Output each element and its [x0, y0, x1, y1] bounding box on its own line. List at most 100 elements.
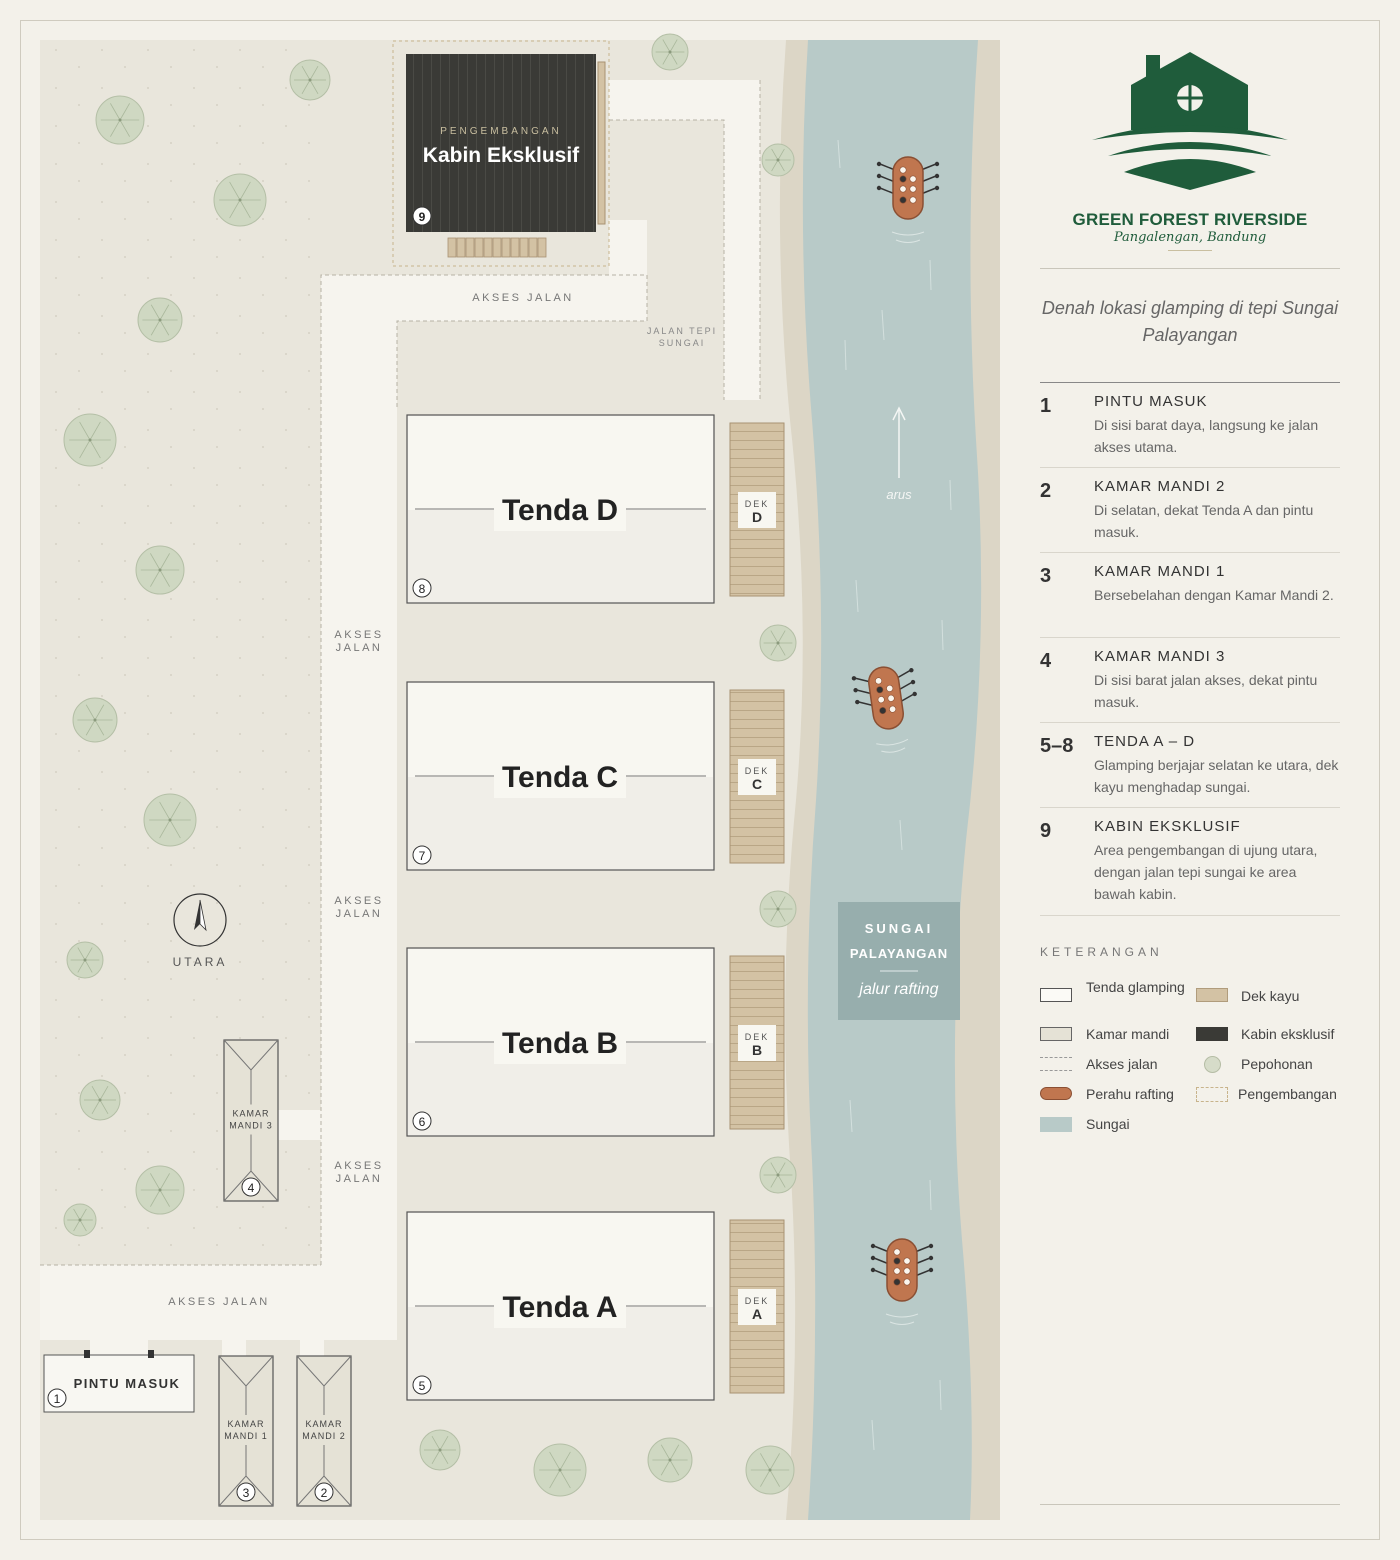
legend-tree: Pepohonan: [1241, 1056, 1313, 1072]
rafting-boat: [876, 156, 940, 243]
bath-marker: 2: [321, 1486, 328, 1500]
tent-marker: 6: [419, 1115, 426, 1129]
road-label-bottom: AKSES JALAN: [168, 1296, 269, 1308]
tree: [289, 59, 331, 101]
divider: [1040, 382, 1340, 383]
rafts-group: [851, 156, 940, 1325]
tent-name: Tenda B: [502, 1027, 618, 1060]
bath-label-1: KAMAR: [227, 1419, 264, 1429]
river-sub: jalur rafting: [857, 981, 938, 998]
riverside-road-label-2: SUNGAI: [659, 338, 706, 348]
bath-label-2: MANDI 2: [302, 1431, 346, 1441]
tent-marker: 7: [419, 849, 426, 863]
road-label-v1b: JALAN: [336, 642, 383, 654]
road-label-v2b: JALAN: [336, 908, 383, 920]
tent-a[interactable]: Tenda A 5: [406, 1211, 715, 1401]
bath-label-1: KAMAR: [305, 1419, 342, 1429]
tree: [213, 173, 267, 227]
tent-marker: 5: [419, 1379, 426, 1393]
flow-label: arus: [886, 487, 912, 502]
legend-tent: Tenda glamping: [1086, 979, 1185, 995]
legend-heading: KETERANGAN: [1040, 945, 1163, 959]
cabin-steps: [447, 237, 547, 258]
cabin-name: Kabin Eksklusif: [423, 144, 580, 167]
swatch-tree: [1204, 1056, 1221, 1073]
legend-road: Akses jalan: [1086, 1056, 1158, 1072]
tree: [63, 1203, 97, 1237]
river-name-1: SUNGAI: [865, 921, 934, 936]
rafting-boat: [870, 1238, 934, 1325]
tree: [651, 33, 689, 71]
swatch-bath: [1040, 1027, 1072, 1041]
rafting-boat: [851, 666, 917, 753]
north-compass: [173, 893, 227, 947]
tent-c[interactable]: Tenda C 7: [406, 681, 715, 871]
tree: [143, 793, 197, 847]
divider: [1040, 1504, 1340, 1505]
exclusive-cabin[interactable]: [406, 54, 596, 232]
deck-letter: A: [752, 1306, 762, 1322]
map-intro: Denah lokasi glamping di tepi Sungai Pal…: [1041, 298, 1339, 345]
swatch-deck: [1196, 988, 1228, 1002]
flow-arrow: [892, 406, 906, 478]
road-label-v3: AKSES: [334, 1160, 383, 1172]
divider: [1040, 268, 1340, 269]
tree: [419, 1429, 461, 1471]
marker-9: [412, 206, 432, 226]
page-frame: [20, 20, 1380, 1540]
swatch-road: [1040, 1057, 1072, 1071]
bath-marker: 3: [243, 1486, 250, 1500]
riverside-road-label-1: JALAN TEPI: [647, 326, 717, 336]
tent-b[interactable]: Tenda B 6: [406, 947, 715, 1137]
svg-text:1: 1: [54, 1392, 61, 1406]
bath-label-1: KAMAR: [232, 1109, 269, 1119]
swatch-raft: [1040, 1087, 1072, 1100]
tree: [647, 1437, 693, 1483]
tree: [137, 297, 183, 343]
tent-d[interactable]: Tenda D8: [406, 414, 715, 604]
bathroom-3[interactable]: KAMAR MANDI 1 3: [218, 1355, 274, 1507]
marker-7: [412, 845, 432, 865]
swatch-cabin: [1196, 1027, 1228, 1041]
deck-letter: D: [752, 509, 762, 525]
legend-dev: Pengembangan: [1238, 1086, 1337, 1102]
tree: [759, 890, 797, 928]
legend-river: Sungai: [1086, 1116, 1130, 1132]
tent-name: Tenda C: [502, 761, 618, 794]
entrance[interactable]: [43, 1354, 195, 1413]
swatch-river: [1040, 1117, 1072, 1132]
development-zone: [392, 40, 610, 267]
bath-label-2: MANDI 3: [229, 1121, 273, 1131]
tree: [72, 697, 118, 743]
legend-cabin: Kabin eksklusif: [1241, 1026, 1335, 1042]
tent-name: Tenda A: [502, 1291, 617, 1324]
brand-logo: [1092, 52, 1288, 190]
road-label-v3b: JALAN: [336, 1173, 383, 1185]
bathroom-2[interactable]: KAMAR MANDI 2 2: [296, 1355, 352, 1507]
marker-1: [47, 1388, 67, 1408]
river-name-2: PALAYANGAN: [850, 946, 948, 961]
marker-2: [314, 1482, 334, 1502]
bath-label-2: MANDI 1: [224, 1431, 268, 1441]
river-ripples: [837, 139, 952, 1451]
tree: [761, 143, 795, 177]
marker-6: [412, 1111, 432, 1131]
deck-letter: B: [752, 1042, 762, 1058]
road-label-v2: AKSES: [334, 895, 383, 907]
brand-location: Pangalengan, Bandung: [1113, 230, 1267, 245]
legend-raft: Perahu rafting: [1086, 1086, 1174, 1102]
swatch-tent: [1040, 988, 1072, 1002]
deck-label: DEK: [745, 1032, 770, 1042]
tent-name: Tenda D: [502, 494, 618, 527]
swatch-dev: [1196, 1087, 1228, 1102]
deck-label: DEK: [745, 766, 770, 776]
